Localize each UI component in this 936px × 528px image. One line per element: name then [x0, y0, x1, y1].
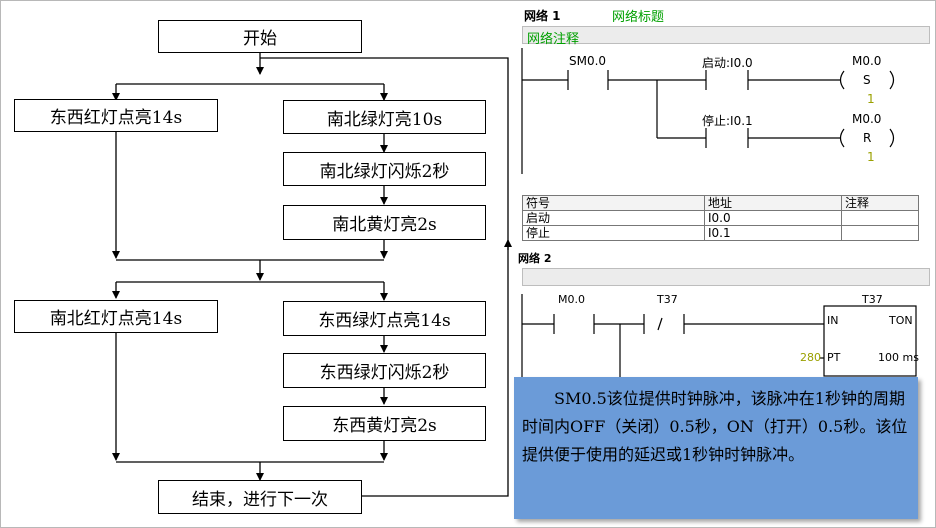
network1-comment-bar[interactable]: 网络注释 [522, 26, 930, 47]
flowchart-connectors [112, 52, 512, 497]
contact-start-i0-0[interactable]: 启动:I0.0 [702, 56, 753, 70]
contact-m0-0[interactable]: M0.0 [558, 293, 585, 306]
sm0-5-note-text: SM0.5该位提供时钟脉冲，该脉冲在1秒钟的周期时间内OFF（关闭）0.5秒，O… [522, 389, 908, 464]
flow-ns-green-flash-box: 南北绿灯闪烁2秒 [283, 152, 486, 186]
network2-rungs [521, 294, 917, 384]
comment-cell[interactable] [841, 210, 919, 226]
flow-ew-red-box: 东西红灯点亮14s [14, 99, 218, 132]
flow-ew-green-box: 东西绿灯点亮14s [283, 301, 486, 336]
flow-ns-green-box: 南北绿灯亮10s [283, 100, 486, 134]
address-cell[interactable]: I0.0 [704, 210, 842, 226]
coil-r-count: 1 [867, 150, 875, 164]
timer-base: 100 ms [878, 351, 919, 364]
flow-ew-green-flash-box: 东西绿灯闪烁2秒 [283, 353, 486, 388]
network1-comment: 网络注释 [527, 32, 580, 47]
flow-end-box: 结束，进行下一次 [158, 480, 362, 514]
coil-r-address[interactable]: M0.0 [852, 112, 882, 126]
flow-ns-yellow-box: 南北黄灯亮2s [283, 205, 486, 240]
symbol-table: 符号 地址 注释 启动 I0.0 停止 I0.1 [522, 195, 919, 241]
network1-rungs [521, 48, 895, 174]
coil-r-label[interactable]: R [863, 131, 872, 145]
symbol-cell[interactable]: 启动 [522, 210, 705, 226]
coil-s-address[interactable]: M0.0 [852, 54, 882, 68]
contact-stop-i0-1[interactable]: 停止:I0.1 [702, 114, 753, 128]
address-header: 地址 [704, 195, 842, 211]
timer-in-label: IN [827, 314, 839, 327]
sm0-5-note-box: SM0.5该位提供时钟脉冲，该脉冲在1秒钟的周期时间内OFF（关闭）0.5秒，O… [514, 377, 918, 519]
coil-s-label[interactable]: S [863, 73, 871, 87]
coil-s-count: 1 [867, 92, 875, 106]
network2-comment-bar[interactable] [522, 268, 930, 286]
network1-title: 网络 1 [524, 9, 561, 23]
timer-name[interactable]: T37 [862, 293, 883, 306]
table-row[interactable]: 启动 I0.0 [522, 210, 919, 226]
symbol-cell[interactable]: 停止 [522, 225, 705, 241]
flow-ns-red-box: 南北红灯点亮14s [14, 300, 218, 333]
timer-pt-value[interactable]: 280 [800, 351, 821, 364]
network2-title: 网络 2 [518, 252, 552, 265]
symbol-table-header: 符号 地址 注释 [522, 195, 919, 211]
timer-type: TON [889, 314, 913, 327]
flow-start-box: 开始 [158, 20, 362, 53]
contact-sm0-0[interactable]: SM0.0 [569, 54, 607, 68]
contact-t37[interactable]: T37 [657, 293, 678, 306]
timer-pt-label: PT [827, 351, 841, 364]
table-row[interactable]: 停止 I0.1 [522, 225, 919, 241]
flow-ew-yellow-box: 东西黄灯亮2s [283, 406, 486, 441]
address-cell[interactable]: I0.1 [704, 225, 842, 241]
symbol-header: 符号 [522, 195, 705, 211]
network1-label[interactable]: 网络标题 [612, 10, 665, 25]
comment-header: 注释 [841, 195, 919, 211]
comment-cell[interactable] [841, 225, 919, 241]
